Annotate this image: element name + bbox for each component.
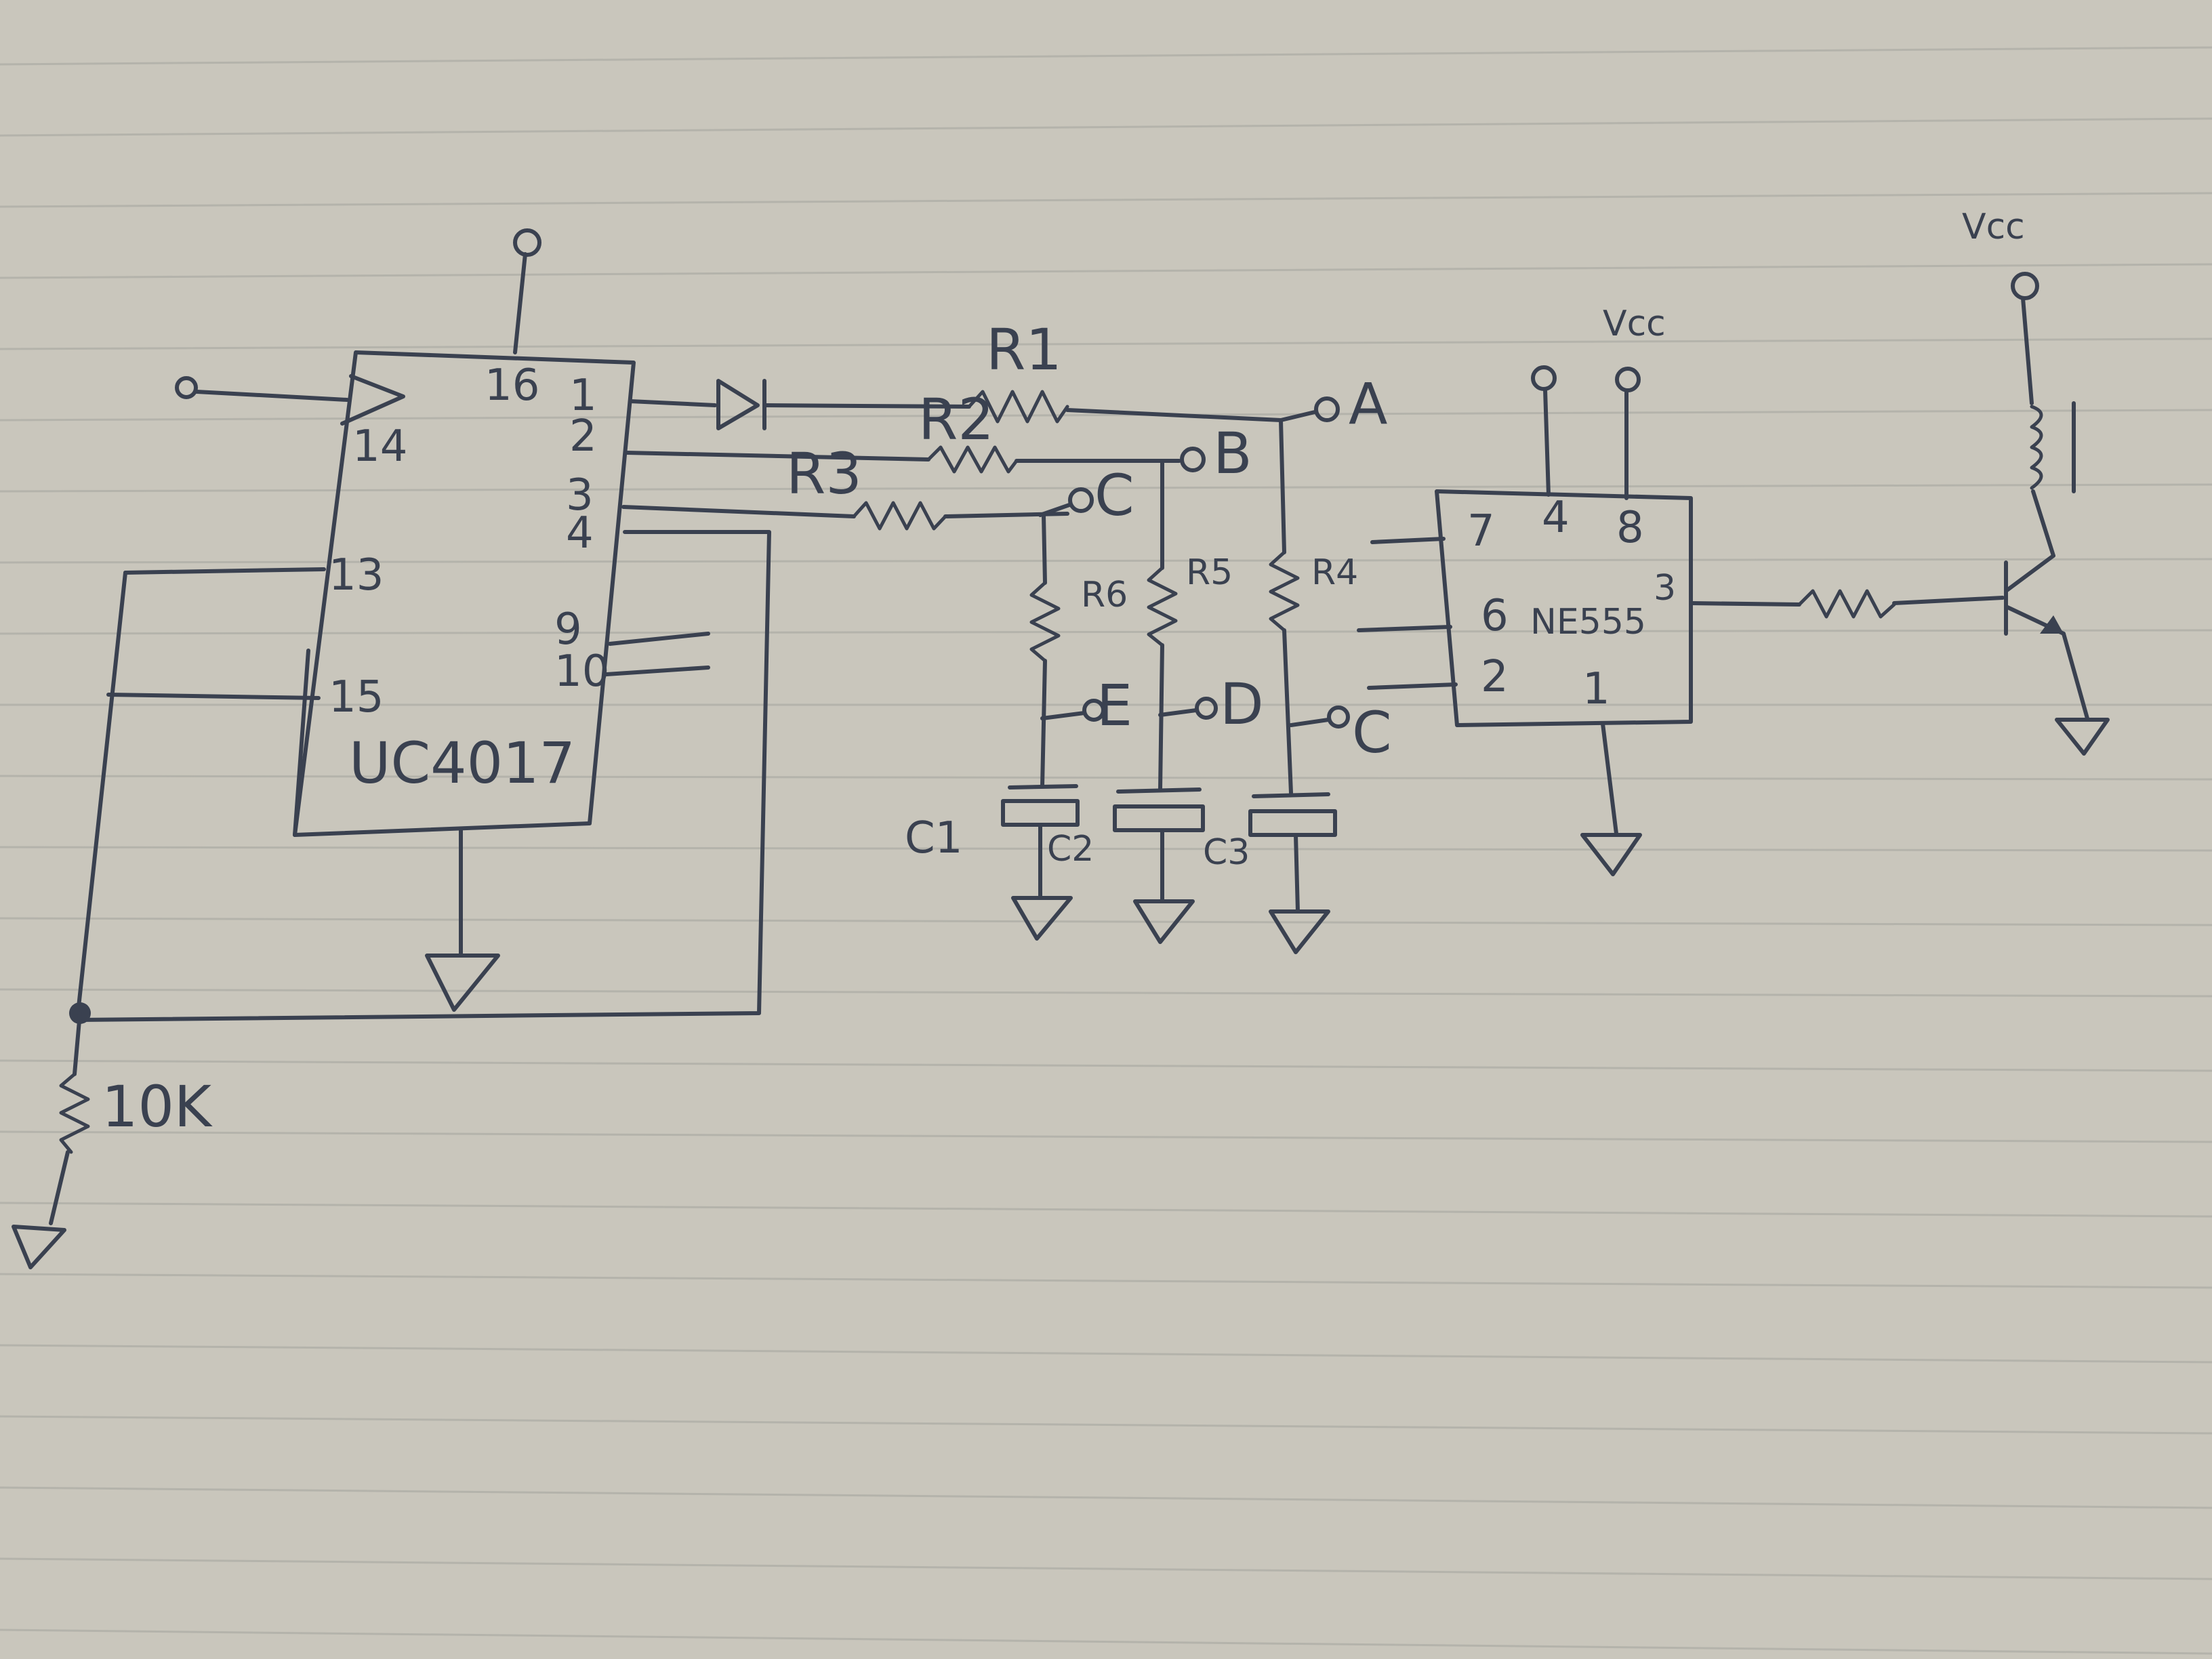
counter-pin-1: 1: [569, 371, 597, 421]
r1-label: R1: [986, 316, 1062, 383]
r10k-label: 10K: [102, 1073, 213, 1140]
diode-symbol: [716, 379, 760, 430]
timer-ic-label: NE555: [1530, 602, 1646, 642]
timer-pin-4: 4: [1542, 493, 1570, 543]
transistor-vcc-label: Vcc: [1962, 207, 2025, 247]
timer-pin8-supply-terminal: [1615, 367, 1641, 392]
r2-label: R2: [918, 386, 994, 453]
node-b-terminal: [1180, 447, 1206, 472]
timer-ic: 7 4 8 6 2 3 1 NE555 Vcc: [1357, 304, 2005, 876]
c3-label: C3: [1203, 832, 1250, 873]
node-d-terminal: [1195, 697, 1218, 720]
transistor-ground-symbol: [2055, 718, 2110, 756]
node-a-terminal: [1314, 396, 1340, 422]
c1-label: C1: [905, 813, 962, 863]
counter-pin-13: 13: [329, 550, 384, 600]
timing-network: R1 R2 R3 R6 R5 R4 E D C A B C C1 C2 C3: [621, 316, 1392, 954]
node-c-top-terminal: [1068, 487, 1094, 513]
node-c-top-label: C: [1094, 462, 1134, 529]
timer-pin-6: 6: [1481, 591, 1509, 641]
counter-ic: UC4017 16 14 13 15 1 2 3 4 9 10: [12, 228, 771, 1269]
counter-pin-15: 15: [329, 672, 384, 722]
relay-driver: Vcc: [1962, 207, 2110, 756]
counter-supply-terminal: [513, 228, 541, 257]
counter-pin-14: 14: [352, 422, 407, 472]
c2-label: C2: [1047, 829, 1094, 869]
timer-pin-3: 3: [1654, 568, 1676, 609]
node-d-label: D: [1220, 671, 1264, 737]
notebook-rules: [0, 46, 2212, 1655]
c2-ground-symbol: [1133, 899, 1195, 944]
c3-ground-symbol: [1269, 909, 1330, 954]
r4-label: R4: [1311, 552, 1358, 593]
node-a-label: A: [1349, 371, 1387, 437]
r3-label: R3: [786, 441, 862, 507]
node-e-terminal: [1082, 699, 1105, 722]
clock-input-terminal: [175, 376, 198, 399]
reset-ground-symbol: [12, 1225, 66, 1269]
counter-pin-9: 9: [554, 605, 582, 655]
timer-pin-7: 7: [1467, 506, 1495, 556]
relay-coil-symbol: [2030, 405, 2043, 490]
c1-ground-symbol: [1011, 896, 1073, 941]
counter-pin-10: 10: [554, 647, 609, 697]
timer-pin4-supply-terminal: [1531, 365, 1557, 391]
counter-pin-2: 2: [569, 411, 597, 462]
counter-pin-3: 3: [566, 470, 594, 520]
r6-label: R6: [1081, 575, 1128, 615]
counter-ground-symbol: [425, 954, 500, 1012]
node-c-bottom-terminal: [1327, 705, 1350, 729]
r5-label: R5: [1186, 552, 1233, 593]
counter-ic-label: UC4017: [349, 730, 575, 796]
node-e-label: E: [1097, 672, 1132, 739]
timer-vcc-label: Vcc: [1603, 304, 1666, 344]
timer-ground-symbol: [1580, 833, 1642, 876]
node-c-bottom-label: C: [1352, 699, 1392, 766]
transistor-supply-terminal: [2011, 272, 2039, 300]
node-b-label: B: [1213, 420, 1252, 487]
counter-pin-4: 4: [566, 508, 594, 558]
timer-pin-8: 8: [1616, 503, 1644, 553]
transistor-arrow: [2040, 615, 2064, 634]
timer-pin-1: 1: [1582, 664, 1610, 714]
timer-pin-2: 2: [1481, 652, 1509, 702]
counter-pin-16: 16: [485, 361, 539, 411]
